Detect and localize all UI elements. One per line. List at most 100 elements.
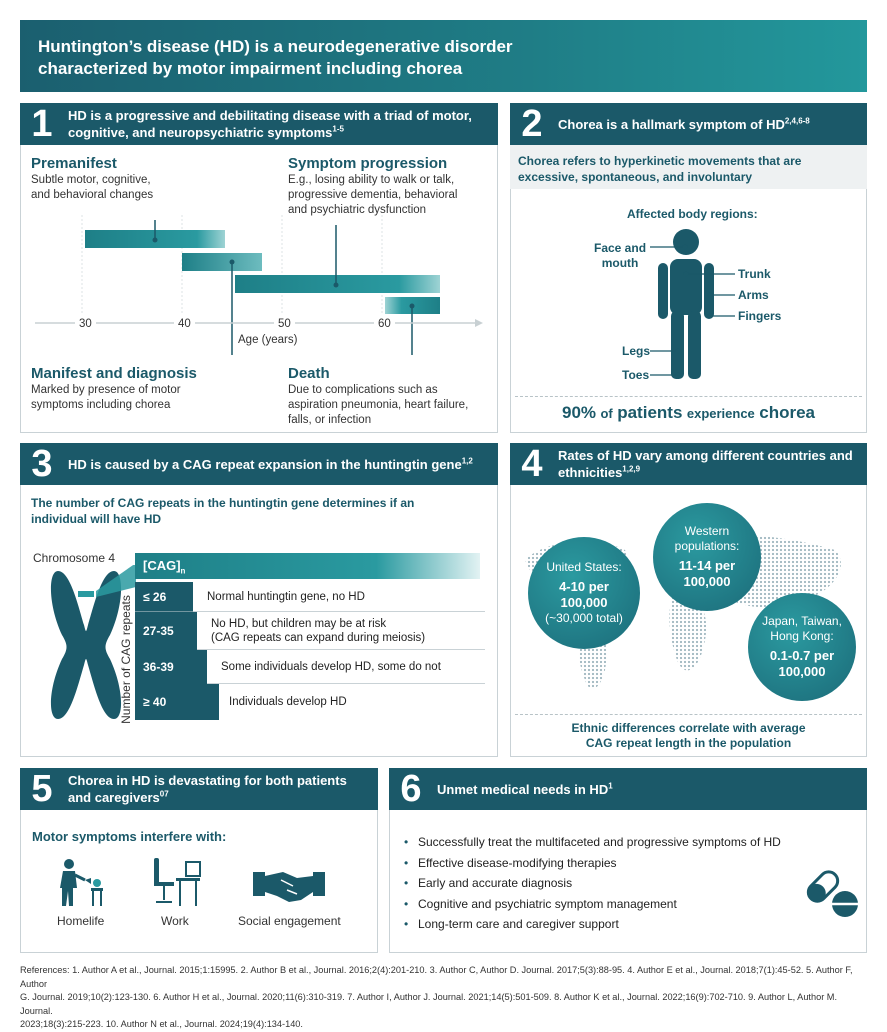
stat-word: chorea bbox=[759, 403, 815, 422]
panel-title-line: ethnicities bbox=[558, 465, 623, 480]
progression-desc: E.g., losing ability to walk or talk, pr… bbox=[288, 173, 457, 218]
panel-title: Rates of HD vary among different countri… bbox=[554, 447, 853, 481]
circle-note: (~30,000 total) bbox=[545, 611, 623, 625]
impact-label-social: Social engagement bbox=[238, 914, 341, 928]
premanifest-desc: Subtle motor, cognitive, and behavioral … bbox=[31, 173, 153, 203]
connector-line bbox=[231, 262, 233, 355]
desc-line: and behavioral changes bbox=[31, 189, 154, 201]
reference-line: 2023;18(3):215-223. 10. Author N et al.,… bbox=[20, 1019, 303, 1029]
premanifest-title: Premanifest bbox=[31, 155, 117, 172]
cag-range: 27-35 bbox=[135, 611, 197, 650]
panel-2-header: 2 Chorea is a hallmark symptom of HD2,4,… bbox=[510, 103, 867, 145]
panel-4-header: 4 Rates of HD vary among different count… bbox=[510, 443, 867, 485]
tick-label: 30 bbox=[75, 317, 96, 332]
work-icon bbox=[154, 858, 201, 906]
label-face: Face and mouth bbox=[594, 241, 646, 271]
connector-dot bbox=[333, 282, 339, 288]
torso-shape bbox=[670, 259, 702, 315]
disease-timeline bbox=[35, 215, 483, 355]
stat-word: patients bbox=[617, 403, 683, 422]
cag-text: [CAG] bbox=[143, 558, 181, 573]
desc-line: and psychiatric dysfunction bbox=[288, 204, 427, 216]
label-trunk: Trunk bbox=[738, 267, 771, 281]
circle-value: 4-10 per bbox=[559, 579, 609, 594]
subtitle-line: The number of CAG repeats in the hunting… bbox=[31, 496, 415, 510]
panel-3-header: 3 HD is caused by a CAG repeat expansion… bbox=[20, 443, 498, 485]
manifest-bar bbox=[182, 253, 262, 271]
page-banner: Huntington’s disease (HD) is a neurodege… bbox=[20, 20, 867, 92]
banner-line-1: Huntington’s disease (HD) is a neurodege… bbox=[38, 37, 513, 56]
panel-number: 4 bbox=[521, 443, 543, 485]
desc-line: falls, or infection bbox=[288, 414, 372, 426]
list-item: Early and accurate diagnosis bbox=[400, 873, 800, 894]
death-title: Death bbox=[288, 365, 330, 382]
head-shape bbox=[673, 229, 699, 255]
homelife-icon bbox=[60, 859, 103, 906]
footnote-line: CAG repeat length in the population bbox=[585, 736, 792, 750]
panel-title: HD is caused by a CAG repeat expansion i… bbox=[64, 456, 473, 473]
list-item: Successfully treat the multifaceted and … bbox=[400, 832, 800, 853]
panel-number: 2 bbox=[521, 103, 543, 145]
impact-label-homelife: Homelife bbox=[57, 914, 105, 928]
label-fingers: Fingers bbox=[738, 309, 782, 323]
superscript: 1,2 bbox=[461, 456, 473, 466]
definition-line: Chorea refers to hyperkinetic movements … bbox=[518, 154, 802, 168]
asia-circle: Japan, Taiwan, Hong Kong: 0.1-0.7 per 10… bbox=[748, 593, 856, 701]
cag-table: ≤ 26 Normal huntingtin gene, no HD 27-35… bbox=[135, 581, 485, 720]
desc-line: progressive dementia, behavioral bbox=[288, 189, 458, 201]
label-line: Face and bbox=[594, 241, 647, 255]
circle-value: 100,000 bbox=[560, 595, 608, 610]
panel-title-line: Chorea is a hallmark symptom of HD bbox=[558, 116, 785, 132]
connector-line bbox=[411, 306, 413, 355]
panel-number: 5 bbox=[31, 768, 53, 810]
right-arm-shape bbox=[704, 263, 714, 319]
panel-title: Unmet medical needs in HD1 bbox=[433, 781, 613, 798]
stat-percent: 90% bbox=[562, 403, 597, 422]
cag-row: 36-39 Some individuals develop HD, some … bbox=[135, 649, 485, 684]
tick-label: 40 bbox=[174, 317, 195, 332]
cag-row: 27-35 No HD, but children may be at risk… bbox=[135, 611, 485, 650]
panel-title-line: cognitive, and neuropsychiatric symptoms bbox=[68, 125, 333, 140]
superscript: 1-5 bbox=[332, 124, 344, 134]
panel-title: HD is a progressive and debilitating dis… bbox=[64, 107, 472, 141]
us-circle: United States: 4-10 per 100,000 (~30,000… bbox=[528, 537, 640, 649]
tick-label: 50 bbox=[274, 317, 295, 332]
circle-value: 0.1-0.7 per bbox=[769, 648, 835, 663]
impact-label-work: Work bbox=[161, 914, 189, 928]
desc-line: symptoms including chorea bbox=[31, 399, 171, 411]
cag-desc: Some individuals develop HD, some do not bbox=[207, 660, 441, 674]
circle-value: 100,000 bbox=[683, 574, 731, 589]
cag-row: ≤ 26 Normal huntingtin gene, no HD bbox=[135, 581, 485, 612]
cag-desc: Individuals develop HD bbox=[219, 695, 347, 709]
panel-title-line: Unmet medical needs in HD bbox=[437, 781, 609, 797]
panel-number: 1 bbox=[31, 103, 53, 145]
label-legs: Legs bbox=[622, 344, 651, 358]
panel-title-line: and caregivers bbox=[68, 790, 160, 805]
panel-number: 3 bbox=[31, 443, 53, 485]
chorea-stat: 90% of patients experience chorea bbox=[510, 403, 867, 423]
cag-label: [CAG]n bbox=[143, 558, 185, 576]
desc-line: Subtle motor, cognitive, bbox=[31, 174, 151, 186]
panel-title-line: HD is a progressive and debilitating dis… bbox=[68, 108, 472, 123]
cag-desc-line: Normal huntingtin gene, no HD bbox=[207, 590, 365, 603]
pill-icon bbox=[806, 870, 858, 917]
desc-line: Due to complications such as bbox=[288, 384, 438, 396]
label-arms: Arms bbox=[738, 288, 769, 302]
cag-subtitle: The number of CAG repeats in the hunting… bbox=[31, 495, 414, 527]
circle-value: 11-14 per bbox=[678, 558, 736, 573]
desc-line: aspiration pneumonia, heart failure, bbox=[288, 399, 469, 411]
panel-title: Chorea is a hallmark symptom of HD2,4,6-… bbox=[554, 116, 810, 133]
impact-subtitle: Motor symptoms interfere with: bbox=[32, 829, 227, 844]
chorea-definition: Chorea refers to hyperkinetic movements … bbox=[510, 145, 867, 189]
panel-number: 6 bbox=[400, 768, 422, 810]
superscript: 1 bbox=[608, 781, 613, 791]
circle-label: Western bbox=[684, 524, 730, 538]
progression-title: Symptom progression bbox=[288, 155, 448, 172]
panel-title: Chorea in HD is devastating for both pat… bbox=[64, 772, 347, 806]
connector-dot bbox=[229, 259, 235, 265]
connector-dot bbox=[409, 303, 415, 309]
cag-desc-line: Individuals develop HD bbox=[229, 696, 347, 708]
axis-label: Age (years) bbox=[238, 334, 298, 346]
manifest-desc: Marked by presence of motor symptoms inc… bbox=[31, 383, 181, 413]
circle-value: 100,000 bbox=[778, 664, 826, 679]
